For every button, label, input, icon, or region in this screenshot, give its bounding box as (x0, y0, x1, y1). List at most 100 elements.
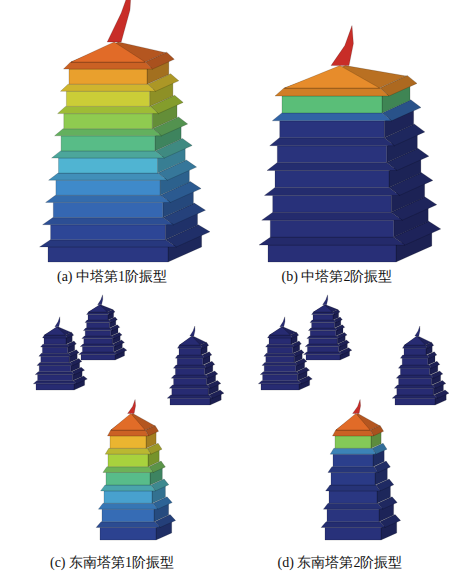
pagoda-face (170, 398, 210, 405)
pagoda-face (61, 136, 155, 151)
pagoda-face (396, 375, 433, 378)
figure-caption: (c) 东南塔第1阶振型 (50, 554, 174, 572)
pagoda-face (85, 320, 111, 323)
pagoda-face (400, 368, 429, 375)
pagoda-face (277, 146, 386, 163)
pagoda-face (64, 62, 153, 69)
pagoda-face (128, 400, 136, 414)
pagoda-face (71, 42, 166, 62)
pagoda-face (104, 491, 152, 503)
pagoda-face (270, 327, 291, 335)
pagoda-face (266, 344, 295, 347)
pagoda-face (336, 414, 380, 431)
pagoda-face (98, 295, 103, 305)
pagoda-face (264, 365, 296, 371)
pagoda-face (107, 0, 131, 42)
pagoda-face (102, 509, 154, 522)
pagoda-face (262, 212, 403, 220)
pagoda-face (79, 352, 118, 355)
pagoda-face (267, 163, 397, 171)
pagoda-face (40, 240, 177, 247)
pagoda-face (263, 375, 298, 381)
pagoda-face (323, 295, 328, 305)
pagoda-face (328, 467, 378, 473)
pagoda-face (35, 372, 75, 375)
pagoda-face (327, 509, 379, 522)
pagoda-face (285, 66, 380, 88)
pagoda-face (58, 106, 159, 113)
pagoda-face (397, 388, 433, 395)
pagoda-face (304, 352, 343, 355)
pagoda-face (270, 327, 297, 335)
pagoda-face (173, 365, 206, 368)
pagoda-face (310, 331, 336, 336)
pagoda-face (268, 245, 396, 262)
pagoda-face (307, 336, 339, 339)
pagoda-face (314, 305, 333, 312)
pagoda-face (415, 326, 420, 336)
pagoda-face (190, 326, 195, 336)
pagoda-face (336, 414, 370, 431)
pagoda-face (46, 195, 171, 202)
pagoda-face (405, 336, 432, 345)
pagoda-face (398, 365, 431, 368)
pagoda-face (309, 339, 337, 344)
pagoda-face (56, 180, 160, 195)
pagoda-face (174, 378, 207, 385)
pagoda-face (323, 503, 382, 509)
pagoda-face (282, 96, 382, 113)
pagoda-face (43, 218, 174, 225)
pagoda-face (260, 372, 300, 375)
pagoda-face (88, 315, 108, 320)
pagoda-face (39, 353, 71, 356)
pagoda-face (44, 338, 66, 344)
pagoda-face (394, 385, 435, 388)
pagoda-face (101, 485, 156, 491)
pagoda-face (310, 320, 336, 323)
pagoda-face (52, 151, 165, 158)
pagoda-face (87, 312, 110, 315)
pagoda-face (308, 328, 337, 331)
pagoda-face (326, 485, 381, 491)
pagoda-face (61, 84, 156, 91)
pagoda-face (329, 491, 377, 503)
pagoda-face (84, 339, 112, 344)
pagoda-face (402, 358, 428, 365)
pagoda-face (335, 436, 371, 448)
pagoda-face (400, 355, 429, 358)
pagoda-face (266, 356, 294, 362)
pagoda-face (314, 305, 338, 312)
pagoda-face (270, 220, 393, 237)
pagoda-face (41, 344, 70, 347)
figure-caption: (a) 中塔第1阶振型 (57, 268, 167, 286)
pagoda-face (33, 381, 76, 384)
figure-caption: (d) 东南塔第2阶振型 (278, 554, 403, 572)
pagoda-face (39, 365, 71, 371)
pagoda-face (38, 375, 73, 381)
pagoda-face (330, 448, 376, 454)
pagoda-face (81, 355, 115, 360)
pagoda-face (37, 363, 73, 366)
pagoda-face (333, 430, 374, 436)
pagoda-face (110, 436, 146, 448)
pagoda-face (325, 528, 381, 541)
pagoda-face (179, 348, 201, 355)
pagoda-face (267, 347, 292, 353)
pagoda-face (59, 158, 158, 173)
pagoda-face (262, 363, 298, 366)
pagoda-face (69, 69, 147, 84)
pagoda-face (51, 225, 166, 240)
pagoda-face (331, 26, 353, 66)
pagoda-face (273, 195, 392, 212)
pagoda-face (82, 336, 114, 339)
pagoda-face (404, 348, 426, 355)
pagoda-face (312, 323, 335, 328)
pagoda-face (55, 317, 60, 327)
pagoda-face (55, 129, 162, 136)
pagoda-face (259, 237, 405, 245)
pagoda-face (169, 385, 210, 388)
pagoda-face (98, 503, 157, 509)
pagoda-face (307, 347, 338, 352)
pagoda-face (175, 355, 204, 358)
